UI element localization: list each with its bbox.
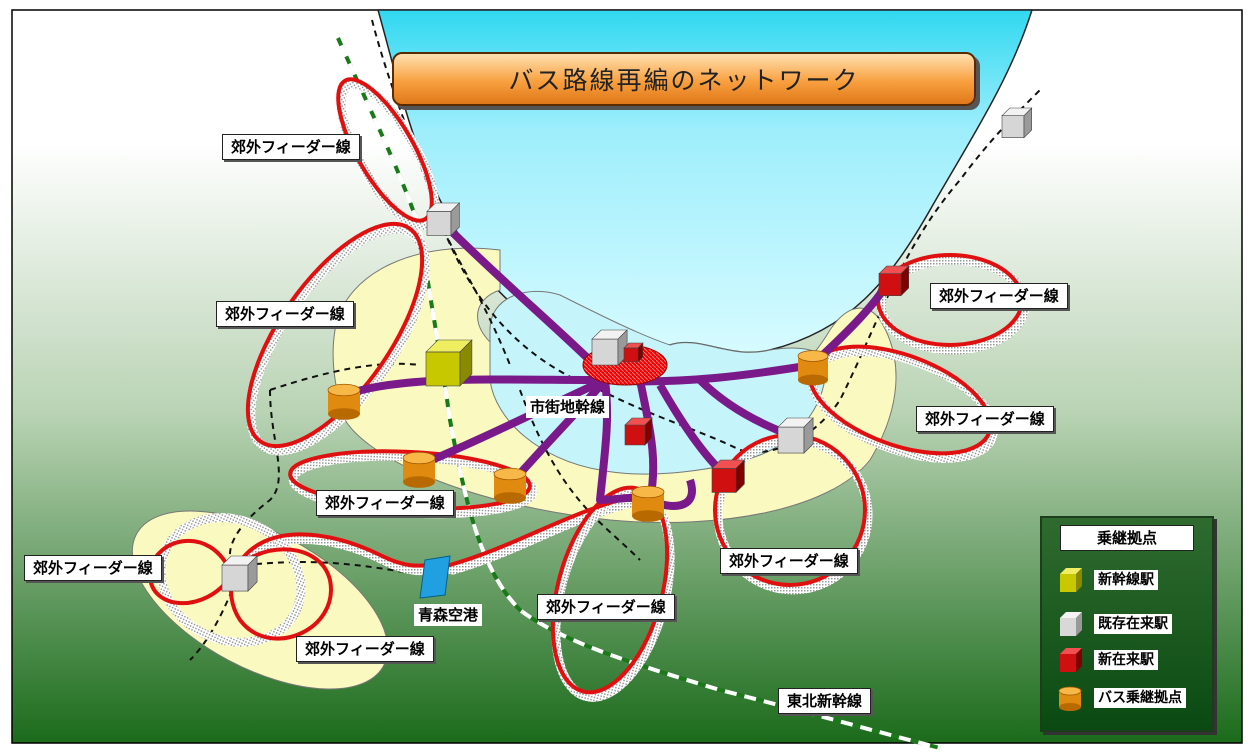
bus-hub-icon — [1058, 686, 1082, 711]
new-station-icon — [1060, 648, 1082, 672]
legend-label-shinkansen-station: 新幹線駅 — [1094, 570, 1158, 590]
legend-label-bus-hub: バス乗継拠点 — [1094, 688, 1186, 708]
feeder-label-4: 郊外フィーダー線 — [916, 406, 1054, 432]
shinkansen-station-icon — [1060, 568, 1082, 592]
existing-station-icon — [1060, 612, 1082, 636]
existing-station-airport — [221, 555, 258, 592]
feeder-label-7: 郊外フィーダー線 — [24, 555, 162, 581]
new-station-northeast — [878, 265, 910, 297]
feeder-label-1: 郊外フィーダー線 — [222, 134, 360, 160]
trunk-line-label: 市街地幹線 — [526, 396, 610, 418]
legend-item-existing-station: 既存在来駅 — [1056, 610, 1172, 638]
page-title: バス路線再編のネットワーク — [392, 52, 976, 106]
feeder-label-3: 郊外フィーダー線 — [930, 283, 1068, 309]
feeder-label-8: 郊外フィーダー線 — [537, 594, 675, 620]
bus-hub-southwest — [402, 451, 436, 488]
legend-item-bus-hub: バス乗継拠点 — [1056, 684, 1186, 712]
legend-item-new-station: 新在来駅 — [1056, 646, 1158, 674]
legend-title: 乗継拠点 — [1060, 525, 1194, 551]
legend-label-new-station: 新在来駅 — [1094, 650, 1158, 670]
existing-station-northeast — [1001, 107, 1033, 139]
shinkansen-label: 東北新幹線 — [778, 688, 872, 714]
new-station-south — [624, 417, 653, 446]
station-markers — [221, 107, 1033, 599]
legend: 乗継拠点 新幹線駅 既存在来駅 新在来駅 バス乗継拠点 — [1040, 516, 1214, 732]
airport-marker — [419, 555, 451, 599]
new-station-center — [623, 342, 644, 363]
airport-label: 青森空港 — [414, 604, 483, 626]
bus-hub-southcenter — [631, 485, 665, 522]
bus-hub-south — [493, 467, 527, 504]
feeder-label-2: 郊外フィーダー線 — [216, 301, 354, 327]
new-station-southeast — [711, 459, 746, 494]
bus-hub-east — [797, 350, 829, 386]
bus-hub-west — [327, 383, 361, 420]
existing-station-east — [777, 417, 814, 454]
existing-station-north — [426, 202, 461, 237]
legend-item-shinkansen-station: 新幹線駅 — [1056, 566, 1158, 594]
feeder-loop-1 — [336, 77, 434, 223]
feeder-label-5: 郊外フィーダー線 — [316, 490, 454, 516]
shinkansen-station — [425, 339, 473, 387]
shinkansen-line — [336, 37, 941, 750]
feeder-label-9: 郊外フィーダー線 — [296, 636, 434, 662]
existing-station-central — [591, 329, 628, 366]
legend-label-existing-station: 既存在来駅 — [1094, 614, 1172, 634]
feeder-label-6: 郊外フィーダー線 — [720, 548, 858, 574]
